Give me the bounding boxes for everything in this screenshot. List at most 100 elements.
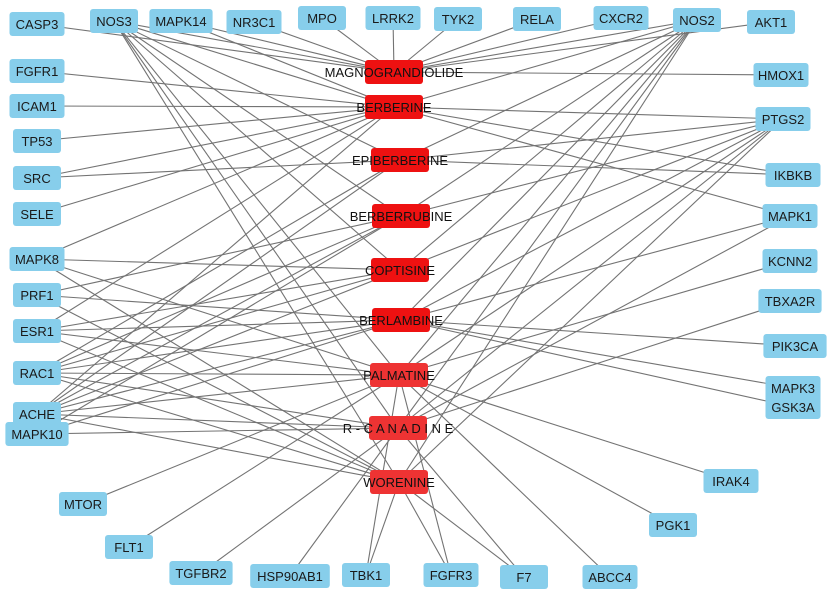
target-label: GSK3A <box>771 400 815 415</box>
target-node-mapk1[interactable]: MAPK1 <box>762 204 818 228</box>
target-node-irak4[interactable]: IRAK4 <box>703 469 759 493</box>
target-node-mapk10[interactable]: MAPK10 <box>5 422 69 446</box>
compound-node-magnograndiolide[interactable]: MAGNOGRANDIOLIDE <box>325 60 464 84</box>
target-box <box>9 247 65 271</box>
compound-node-r-canadine[interactable]: R - C A N A D I N E <box>343 416 454 440</box>
edge-worenine-nos2 <box>398 19 698 483</box>
target-box <box>59 492 107 516</box>
compound-node-coptisine[interactable]: COPTISINE <box>365 258 435 282</box>
target-node-nr3c1[interactable]: NR3C1 <box>226 10 282 34</box>
compound-node-worenine[interactable]: WORENINE <box>363 470 435 494</box>
compound-node-berlambine[interactable]: BERLAMBINE <box>359 308 443 332</box>
edge-r-canadine-nos2 <box>397 19 698 429</box>
target-node-nos2[interactable]: NOS2 <box>673 8 721 32</box>
target-node-mpo[interactable]: MPO <box>298 6 346 30</box>
target-label: HMOX1 <box>758 68 804 83</box>
target-label: ICAM1 <box>17 99 57 114</box>
target-node-icam1[interactable]: ICAM1 <box>9 94 65 118</box>
edge-worenine-ptgs2 <box>398 118 784 483</box>
target-node-kcnn2[interactable]: KCNN2 <box>762 249 818 273</box>
target-label: MAPK10 <box>11 427 62 442</box>
target-node-tp53[interactable]: TP53 <box>13 129 61 153</box>
edge-berlambine-ptgs2 <box>400 118 784 321</box>
edge-epiberberine-rac1 <box>36 159 401 374</box>
target-node-fgfr3[interactable]: FGFR3 <box>423 563 479 587</box>
target-label: SRC <box>23 171 50 186</box>
target-label: MAPK1 <box>768 209 812 224</box>
target-node-rela[interactable]: RELA <box>513 7 561 31</box>
edge-magnograndiolide-mapk14 <box>180 20 395 73</box>
target-node-abcc4[interactable]: ABCC4 <box>582 565 638 589</box>
target-box <box>13 129 61 153</box>
compound-node-palmatine[interactable]: PALMATINE <box>363 363 435 387</box>
target-box <box>755 107 811 131</box>
target-node-casp3[interactable]: CASP3 <box>9 12 65 36</box>
compound-box <box>371 148 429 172</box>
target-node-ptgs2[interactable]: PTGS2 <box>755 107 811 131</box>
target-node-hsp90ab1[interactable]: HSP90AB1 <box>250 564 330 588</box>
target-node-rac1[interactable]: RAC1 <box>13 361 61 385</box>
target-label: RAC1 <box>20 366 55 381</box>
compound-node-berberrubine[interactable]: BERBERRUBINE <box>350 204 453 228</box>
target-node-akt1[interactable]: AKT1 <box>747 10 795 34</box>
compound-box <box>365 95 423 119</box>
edge-berberine-ache <box>36 106 395 415</box>
compound-box <box>372 308 430 332</box>
target-node-tbxa2r[interactable]: TBXA2R <box>758 289 822 313</box>
target-node-lrrk2[interactable]: LRRK2 <box>365 6 421 30</box>
target-node-cxcr2[interactable]: CXCR2 <box>593 6 649 30</box>
target-node-pgk1[interactable]: PGK1 <box>649 513 697 537</box>
edge-epiberberine-nos2 <box>399 19 698 161</box>
edge-worenine-f7 <box>398 481 525 578</box>
target-label: ESR1 <box>20 324 54 339</box>
edge-berlambine-pik3ca <box>400 319 796 347</box>
target-label: NOS2 <box>679 13 714 28</box>
target-node-ache[interactable]: ACHE <box>13 402 61 426</box>
target-label: MAPK3 <box>771 381 815 396</box>
edge-palmatine-flt1 <box>128 374 400 548</box>
target-node-mapk8[interactable]: MAPK8 <box>9 247 65 271</box>
target-node-hmox1[interactable]: HMOX1 <box>753 63 809 87</box>
edge-berberine-sele <box>36 106 395 215</box>
target-node-tbk1[interactable]: TBK1 <box>342 563 390 587</box>
target-node-mapk14[interactable]: MAPK14 <box>149 9 213 33</box>
edge-worenine-rac1 <box>36 372 400 483</box>
target-node-ikbkb[interactable]: IKBKB <box>765 163 821 187</box>
target-box <box>423 563 479 587</box>
target-label: TP53 <box>21 134 52 149</box>
target-node-sele[interactable]: SELE <box>13 202 61 226</box>
target-node-pik3ca[interactable]: PIK3CA <box>763 334 827 358</box>
target-node-nos3[interactable]: NOS3 <box>90 9 138 33</box>
edge-berlambine-ache <box>36 319 402 415</box>
compound-node-berberine[interactable]: BERBERINE <box>356 95 432 119</box>
edge-epiberberine-src <box>36 159 401 179</box>
compound-label: MAGNOGRANDIOLIDE <box>325 65 464 80</box>
edge-epiberberine-ikbkb <box>399 159 794 176</box>
target-box <box>226 10 282 34</box>
target-node-gsk3a[interactable]: GSK3A <box>765 395 821 419</box>
target-node-prf1[interactable]: PRF1 <box>13 283 61 307</box>
target-node-mtor[interactable]: MTOR <box>59 492 107 516</box>
target-node-src[interactable]: SRC <box>13 166 61 190</box>
target-box <box>582 565 638 589</box>
target-node-mapk3[interactable]: MAPK3 <box>765 376 821 400</box>
target-node-tyk2[interactable]: TYK2 <box>434 7 482 31</box>
target-box <box>513 7 561 31</box>
compound-node-epiberberine[interactable]: EPIBERBERINE <box>352 148 448 172</box>
compound-label: EPIBERBERINE <box>352 153 448 168</box>
target-label: NOS3 <box>96 14 131 29</box>
target-box <box>342 563 390 587</box>
target-label: KCNN2 <box>768 254 812 269</box>
target-box <box>753 63 809 87</box>
edge-r-canadine-tgfbr2 <box>200 427 399 574</box>
target-node-tgfbr2[interactable]: TGFBR2 <box>169 561 233 585</box>
target-node-f7[interactable]: F7 <box>500 565 548 589</box>
target-label: IRAK4 <box>712 474 750 489</box>
target-node-fgfr1[interactable]: FGFR1 <box>9 59 65 83</box>
edge-r-canadine-ptgs2 <box>397 118 784 429</box>
target-label: MAPK8 <box>15 252 59 267</box>
target-node-esr1[interactable]: ESR1 <box>13 319 61 343</box>
edge-berlambine-rac1 <box>36 319 402 374</box>
edge-berberine-nos3 <box>113 20 395 108</box>
target-node-flt1[interactable]: FLT1 <box>105 535 153 559</box>
